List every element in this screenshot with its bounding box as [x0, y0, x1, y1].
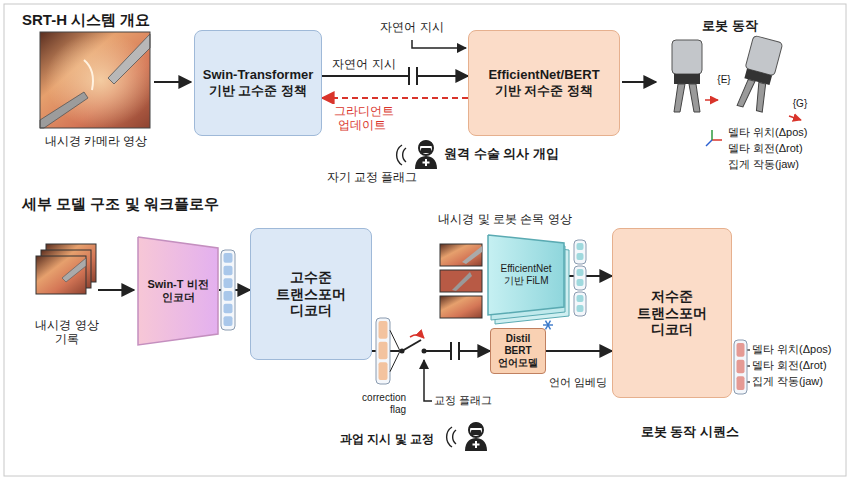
section-title: 세부 모델 구조 및 워크플로우: [22, 195, 342, 213]
image-caption: 내시경 영상 기록: [34, 318, 100, 347]
correction-switch: [399, 335, 427, 358]
diagram-title: SRT-H 시스템 개요: [22, 11, 322, 29]
motion-arrow: [789, 116, 801, 120]
policy-box: EfficientNet/BERT 기반 저수준 정책: [468, 30, 620, 136]
interrupt-bars: [450, 342, 460, 360]
input-label: 자연어 지시: [372, 20, 452, 34]
token-column: [734, 340, 747, 394]
action-label: 집게 작동(jaw): [752, 375, 844, 388]
instruction-arrow: [412, 40, 466, 48]
connector-arrow: [546, 350, 612, 352]
token-lead: [390, 351, 400, 352]
language-model-box: Distil BERT 언어모델: [490, 328, 546, 374]
motion-arrow: [705, 99, 718, 101]
intervention-label: 원격 수술 의사 개입: [444, 146, 584, 162]
node-text: EfficientNet/BERT 기반 저수준 정책: [474, 67, 614, 98]
node-text: Swin-T 비전 인코더: [145, 278, 211, 304]
connector-arrow: [322, 75, 468, 77]
endoscope-photo: [40, 32, 150, 128]
token-column: [376, 318, 390, 384]
node-text: Distil BERT 언어모델: [494, 333, 542, 369]
input-label: 내시경 및 로봇 손목 영상: [420, 212, 590, 226]
node-text: 고수준 트랜스포머 디코더: [257, 269, 365, 319]
section-label: 로봇 동작: [690, 18, 770, 34]
edge-label-box: 그라디언트 업데이트: [326, 104, 400, 133]
token-lead: [390, 330, 400, 351]
node-shape: [138, 237, 218, 345]
action-label: 델타 위치(Δpos): [752, 343, 844, 356]
node-shape: [488, 235, 564, 315]
voice-waves: [447, 427, 456, 447]
gripper-illustration: [735, 35, 783, 112]
action-label: 집게 작동(jaw): [728, 158, 840, 171]
interrupt-bars: [408, 67, 418, 85]
node-text: Swin-Transformer 기반 고수준 정책: [200, 67, 316, 98]
node-text: 저수준 트랜스포머 디코더: [619, 288, 725, 338]
edge-label: 그라디언트 업데이트: [332, 104, 394, 132]
flag-line: [424, 360, 432, 401]
voice-waves: [397, 145, 406, 165]
surgeon-icon: [465, 423, 487, 451]
video-stack: [36, 244, 96, 294]
token-lead: [390, 351, 400, 372]
flow-arrow: [622, 81, 656, 83]
action-label: 델타 회전(Δrot): [728, 142, 840, 155]
token-column: [221, 250, 235, 330]
decoder-box: 고수준 트랜스포머 디코더: [250, 228, 372, 360]
intervention-label: 과업 지시 및 교정: [332, 432, 442, 446]
film-trapezoid: EfficientNet 기반 FiLM: [487, 234, 565, 316]
token-column: [574, 292, 586, 316]
edge-label-box: 언어 임베딩: [546, 376, 610, 389]
node-text: EfficientNet 기반 FiLM: [493, 263, 559, 287]
camera-images: [440, 244, 482, 318]
frame-label: {E}: [712, 74, 736, 86]
edge-label: 자연어 지시: [330, 57, 397, 71]
gripper-illustration: [672, 40, 702, 112]
frame-label: {G}: [788, 98, 812, 110]
image-caption: 내시경 카메라 영상: [36, 134, 156, 148]
output-caption: 로봇 동작 시퀀스: [630, 424, 750, 440]
edge-label-box: 자연어 지시: [322, 57, 406, 71]
action-label: 델타 회전(Δrot): [752, 359, 844, 372]
action-label: 델타 위치(Δpos): [728, 126, 840, 139]
edge-label: 언어 임베딩: [547, 376, 609, 388]
flag-label: correction flag: [344, 392, 406, 416]
surgeon-icon: [415, 141, 437, 169]
connector-arrow: [565, 275, 612, 277]
flag-label: 교정 플래그: [434, 394, 506, 407]
token-column: [574, 240, 586, 264]
axis-triad: [706, 130, 722, 146]
frame: [4, 4, 846, 476]
encoder-trapezoid: Swin-T 비전 인코더: [137, 236, 219, 346]
token-column: [574, 266, 586, 290]
decoder-box: 저수준 트랜스포머 디코더: [612, 228, 732, 398]
flow-arrow: [154, 81, 191, 83]
flow-arrow: [98, 289, 134, 291]
connector-arrow: [322, 97, 468, 99]
policy-box: Swin-Transformer 기반 고수준 정책: [194, 30, 322, 136]
flag-label: 자기 교정 플래그: [322, 170, 422, 184]
